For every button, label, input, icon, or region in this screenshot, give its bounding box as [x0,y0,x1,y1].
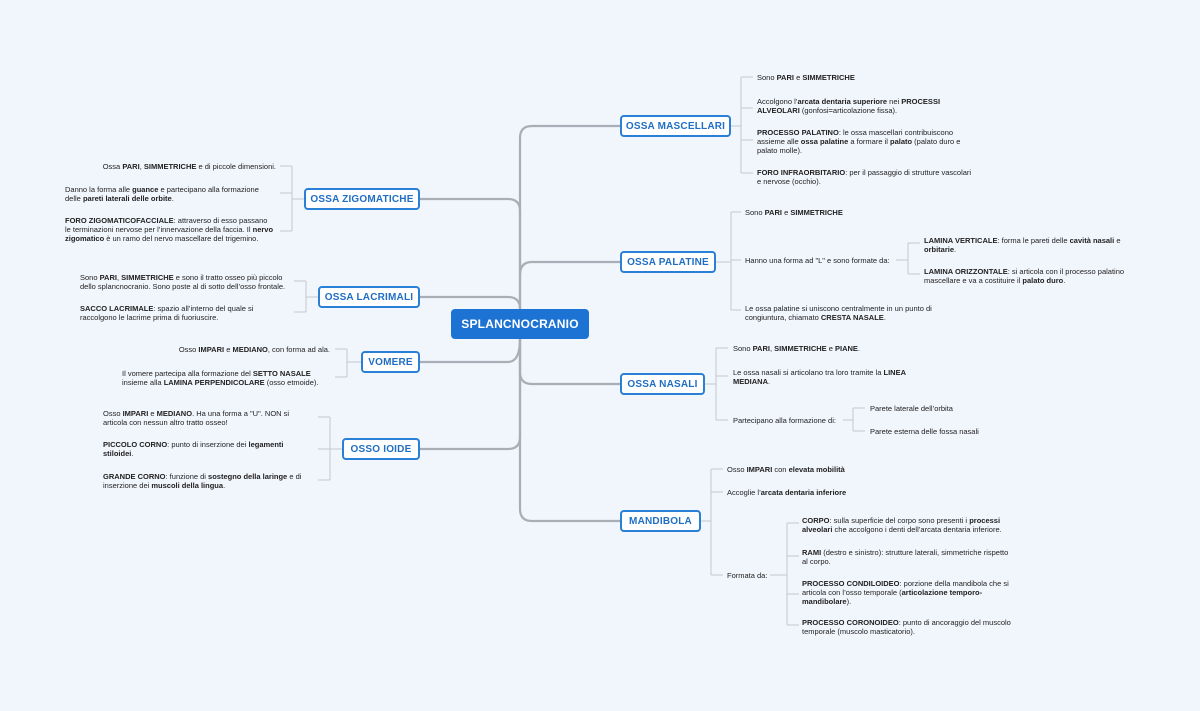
detail-text: Osso IMPARI e MEDIANO, con forma ad ala. [178,345,330,354]
detail-text: Danno la forma alle guance e partecipano… [65,185,259,203]
detail-text: PICCOLO CORNO: punto di inserzione dei l… [103,440,284,458]
detail-text: SACCO LACRIMALE: spazio all’interno del … [80,304,254,322]
detail-text: Osso IMPARI con elevata mobilità [727,465,845,474]
topic-ossa-lacrimali[interactable]: OSSA LACRIMALI [318,286,420,308]
detail-text: Hanno una forma ad "L" e sono formate da… [745,256,890,265]
topic-ossa-palatine[interactable]: OSSA PALATINE [620,251,716,273]
detail-text: Le ossa nasali si articolano tra loro tr… [733,368,906,386]
topic-ossa-zigomatiche[interactable]: OSSA ZIGOMATICHE [304,188,420,210]
detail-text: Il vomere partecipa alla formazione del … [122,369,319,387]
detail-text: Osso IMPARI e MEDIANO. Ha una forma a "U… [103,409,290,427]
detail-text: Partecipano alla formazione di: [733,416,836,425]
detail-text: GRANDE CORNO: funzione di sostegno della… [103,472,302,490]
topic-vomere[interactable]: VOMERE [361,351,420,373]
detail-text: Le ossa palatine si uniscono centralment… [745,304,932,322]
topic-mandibola[interactable]: MANDIBOLA [620,510,701,532]
detail-text: PROCESSO PALATINO: le ossa mascellari co… [757,128,961,155]
detail-text: LAMINA VERTICALE: forma le pareti delle … [924,236,1121,254]
central-topic[interactable]: SPLANCNOCRANIO [451,309,589,339]
detail-text: Sono PARI, SIMMETRICHE e sono il tratto … [80,273,286,291]
detail-text: Ossa PARI, SIMMETRICHE e di piccole dime… [102,162,276,171]
detail-text: Accolgono l’arcata dentaria superiore ne… [757,97,941,115]
detail-text: PROCESSO CORONOIDEO: punto di ancoraggio… [802,618,1011,636]
detail-text: Sono PARI, SIMMETRICHE e PIANE. [733,344,861,353]
detail-text: Parete esterna delle fossa nasali [870,427,979,436]
detail-text: FORO ZIGOMATICOFACCIALE: attraverso di e… [65,216,274,243]
detail-text: CORPO: sulla superficie del corpo sono p… [802,516,1002,534]
detail-text: PROCESSO CONDILOIDEO: porzione della man… [802,579,1009,606]
detail-text: Accoglie l’arcata dentaria inferiore [727,488,847,497]
detail-text: FORO INFRAORBITARIO: per il passaggio di… [757,168,972,186]
topic-ossa-mascellari[interactable]: OSSA MASCELLARI [620,115,731,137]
detail-text: Sono PARI e SIMMETRICHE [757,73,855,82]
detail-text: Formata da: [727,571,768,580]
topic-ossa-nasali[interactable]: OSSA NASALI [620,373,705,395]
detail-text: LAMINA ORIZZONTALE: si articola con il p… [924,267,1125,285]
detail-text: RAMI (destro e sinistro): strutture late… [802,548,1009,566]
detail-text: Sono PARI e SIMMETRICHE [745,208,843,217]
detail-text: Parete laterale dell’orbita [870,404,953,413]
topic-osso-ioide[interactable]: OSSO IOIDE [342,438,420,460]
